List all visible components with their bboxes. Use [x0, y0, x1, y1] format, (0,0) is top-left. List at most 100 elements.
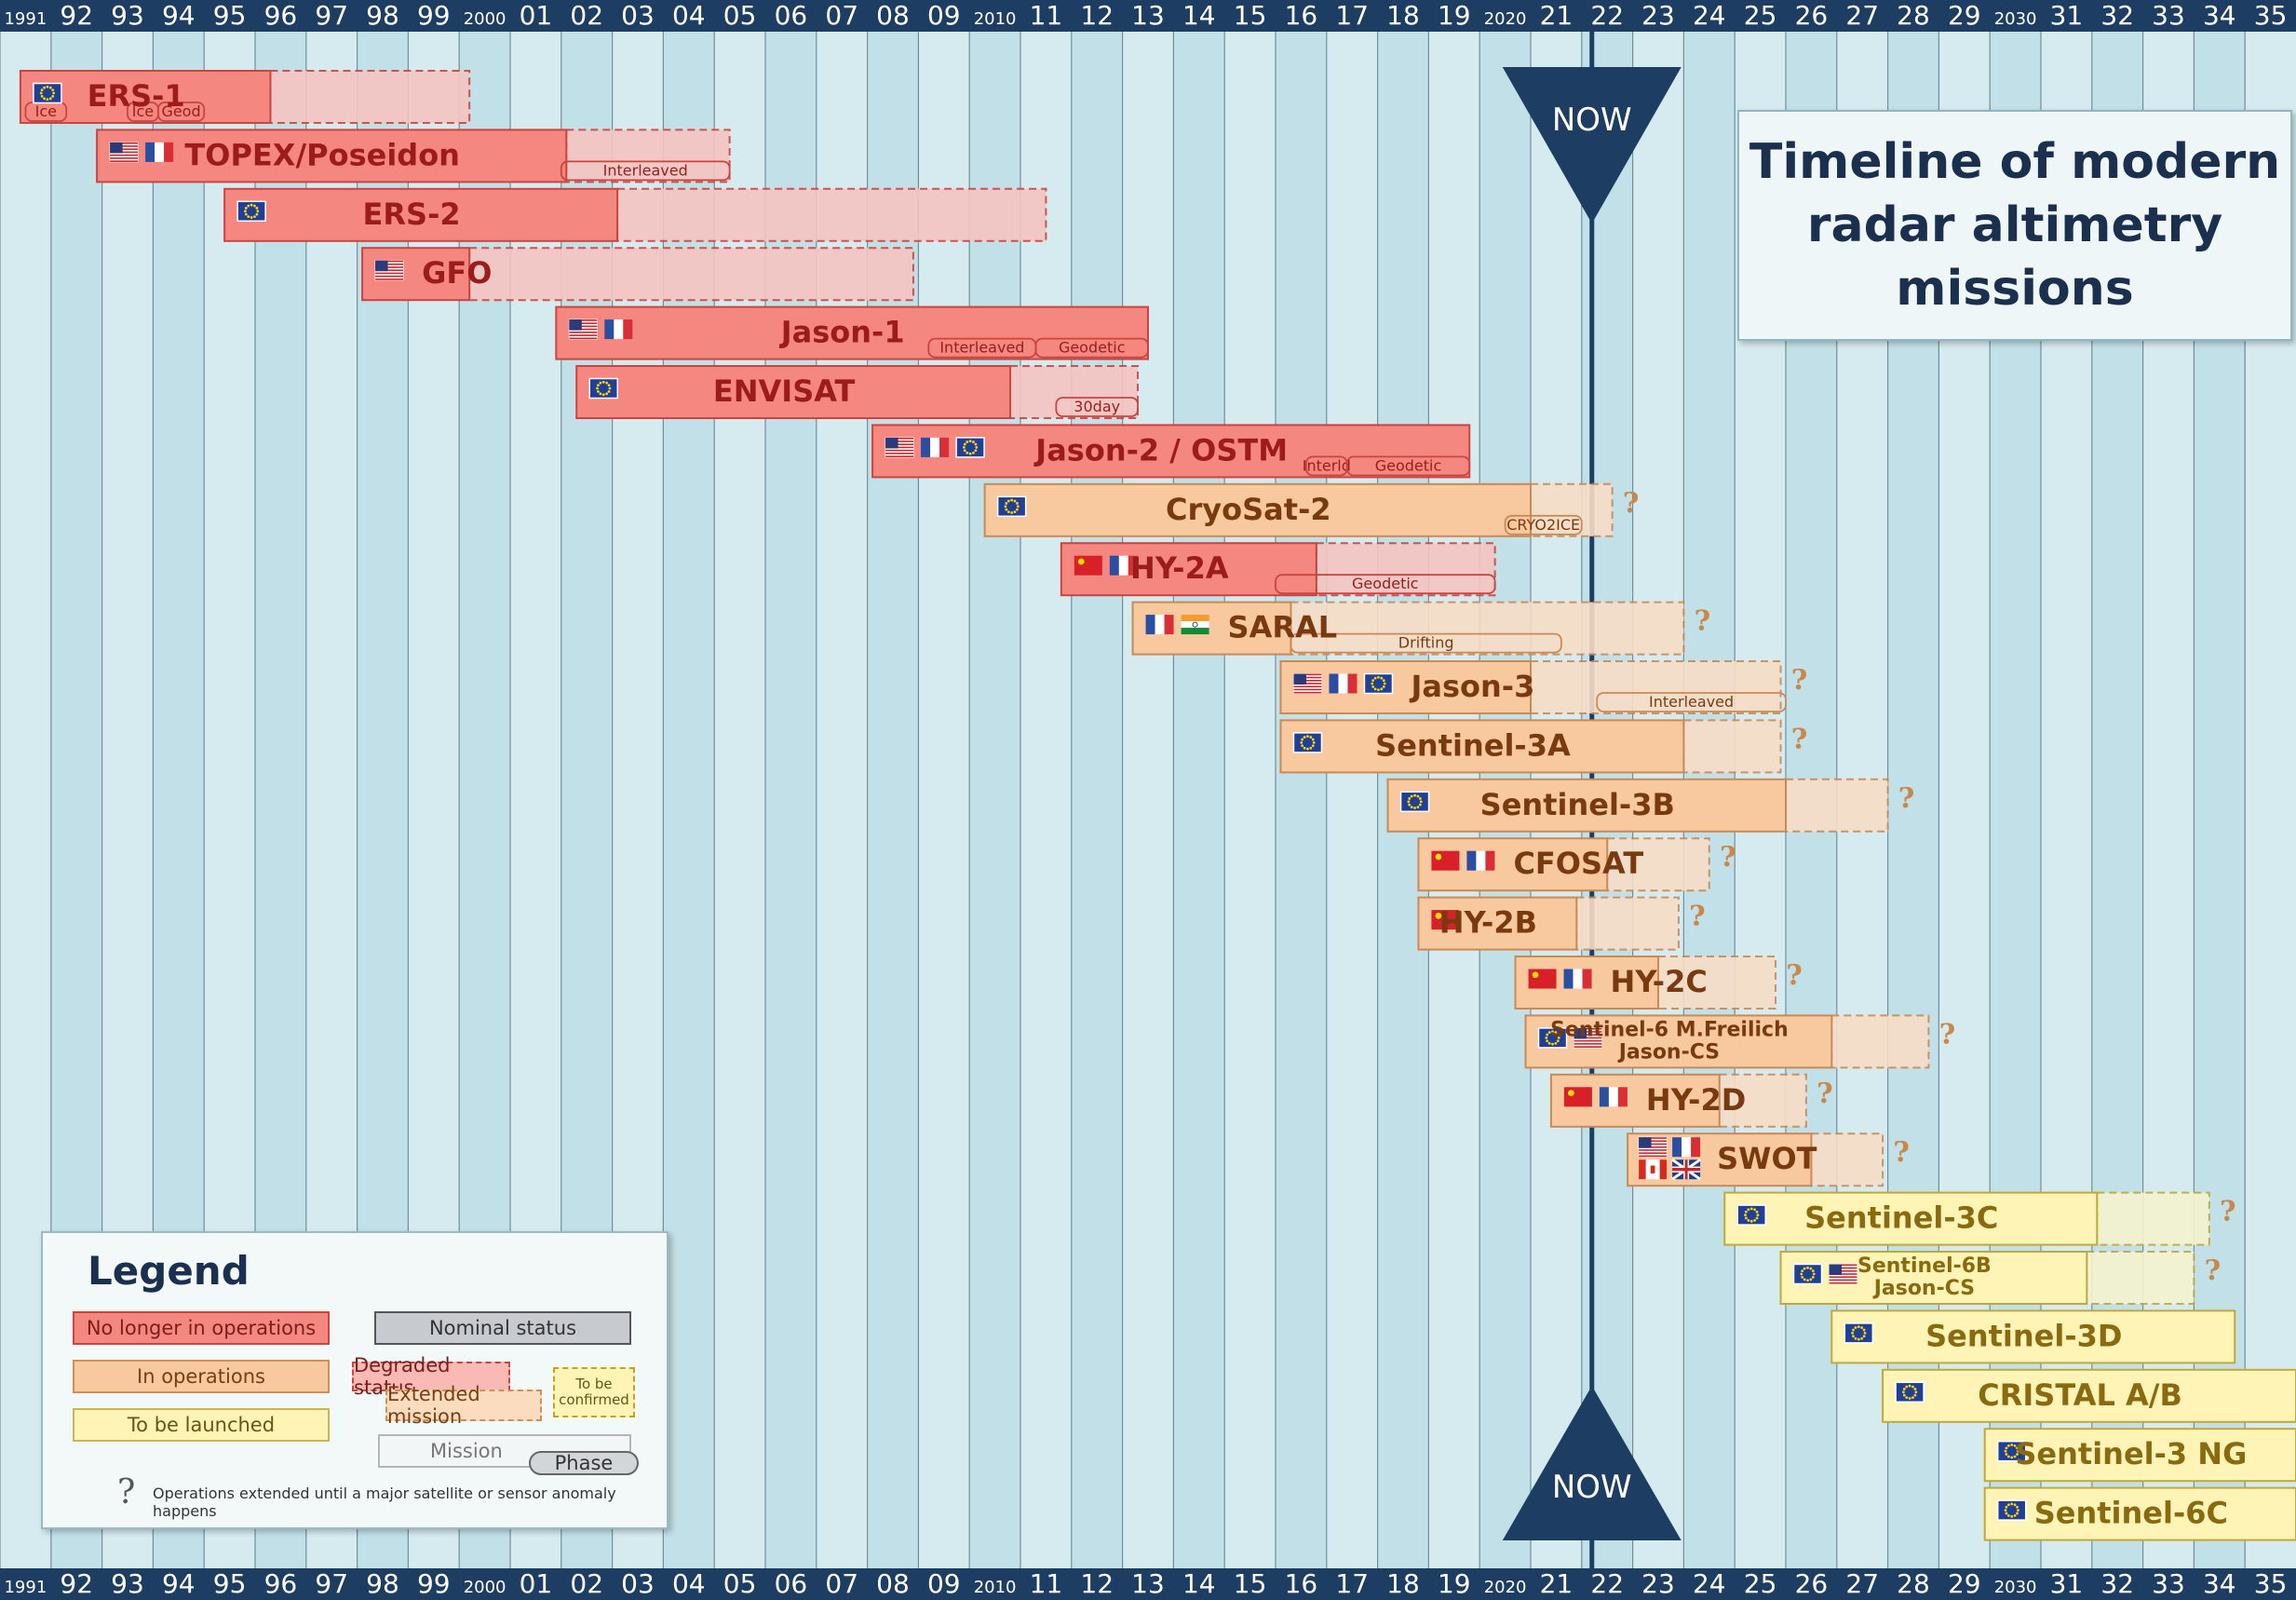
now-label-top: NOW [1552, 102, 1632, 139]
eu-star [1756, 1214, 1760, 1216]
eu-star [1854, 1336, 1857, 1340]
eu-star [596, 386, 599, 390]
mission-cfosat: CFOSAT? [1417, 837, 1736, 892]
us-stripe [569, 322, 598, 324]
year-tick-label: 05 [723, 1568, 757, 1599]
year-tick-label: 96 [264, 1568, 298, 1599]
us-stripe [1573, 1031, 1602, 1033]
eu-star [1382, 679, 1385, 683]
question-icon: ? [1695, 605, 1711, 638]
eu-star [1800, 1272, 1803, 1276]
eu-star [972, 441, 975, 443]
eu-star [1006, 499, 1010, 503]
eu-star [1753, 1219, 1756, 1222]
year-tick-label: 02 [570, 0, 603, 31]
mission-sentinel-3a: Sentinel-3A? [1279, 719, 1807, 774]
year-tick-label: 93 [111, 1568, 144, 1599]
us-stripe [569, 328, 598, 331]
mission-name: Sentinel-3 NG [2015, 1436, 2247, 1471]
us-stripe [1639, 1146, 1668, 1148]
eu-star [1382, 685, 1385, 688]
ca-icon [1639, 1159, 1668, 1180]
phase-label: Interleaved [939, 339, 1024, 357]
cn-icon [1431, 850, 1460, 871]
cn-flag-field [1528, 969, 1557, 989]
cn-icon [1431, 910, 1460, 930]
year-tick-label: 32 [2100, 1568, 2134, 1599]
us-stripe [1293, 683, 1322, 685]
eu-icon [1736, 1204, 1766, 1226]
us-stripe [375, 275, 404, 278]
eu-star [1419, 800, 1423, 804]
eu-star [605, 381, 608, 385]
year-tick-label: 29 [1948, 0, 1981, 31]
fr-icon [1599, 1087, 1627, 1107]
mission-name: Sentinel-3A [1375, 727, 1571, 763]
eu-star [1803, 1278, 1806, 1281]
mission-hy-2b: HY-2B? [1417, 896, 1706, 951]
year-tick-label: 09 [927, 0, 961, 31]
eu-icon [1996, 1440, 2027, 1462]
mission-name: HY-2B [1439, 905, 1537, 941]
year-tick-label: 21 [1540, 0, 1573, 31]
mission-ers-2: ERS-2 [223, 187, 1047, 242]
extended-bar [1657, 956, 1777, 1010]
eu-icon [1537, 1027, 1568, 1049]
mission-name: GFO [422, 255, 492, 291]
year-tick-label: 1991 [4, 9, 47, 29]
eu-star [1753, 1208, 1756, 1212]
us-stripe [375, 260, 404, 263]
year-tick-label: 97 [315, 0, 348, 31]
eu-star [1005, 502, 1008, 505]
eu-star [1410, 806, 1413, 809]
eu-star [1371, 685, 1375, 688]
mission-name: HY-2D [1646, 1082, 1746, 1118]
chart-title: Timeline of modern radar altimetry missi… [1749, 134, 2281, 317]
eu-star [51, 88, 55, 92]
eu-star [1551, 1030, 1554, 1034]
in-icon [1181, 615, 1209, 635]
eu-star [605, 392, 608, 396]
question-icon: ? [2205, 1254, 2222, 1287]
us-stripe [1829, 1264, 1857, 1267]
us-stripe [110, 145, 139, 147]
eu-star [966, 451, 969, 454]
mission-bar [1279, 719, 1685, 774]
fr-red [623, 319, 633, 340]
year-tick-label: 12 [1080, 1568, 1114, 1599]
us-stripe [110, 154, 139, 156]
question-icon: ? [1817, 1078, 1833, 1110]
eu-star [1301, 744, 1304, 748]
eu-star [1913, 1388, 1917, 1390]
eu-star [1862, 1335, 1866, 1338]
eu-star [1854, 1326, 1857, 1329]
mission-bar [1549, 1073, 1721, 1128]
eu-star [1554, 1041, 1558, 1045]
ca-left [1639, 1159, 1646, 1180]
us-stripe [1573, 1037, 1602, 1039]
year-tick-label: 96 [264, 0, 298, 31]
mission-name: Sentinel-6C [2034, 1496, 2228, 1531]
eu-star [963, 442, 966, 446]
extended-bar [1530, 482, 1614, 537]
mission-name: HY-2A [1130, 550, 1229, 586]
mission-name: TOPEX/Poseidon [184, 137, 460, 172]
mission-sentinel-3-ng: Sentinel-3 NG [1983, 1428, 2296, 1483]
fr-blue [921, 437, 931, 457]
legend-title: Legend [88, 1248, 250, 1294]
year-tick-label: 35 [2254, 0, 2288, 31]
us-stripe [1639, 1137, 1668, 1139]
legend-nominal: Nominal status [374, 1311, 631, 1345]
phase-pill [1290, 632, 1562, 654]
us-stripe [1639, 1140, 1668, 1143]
eu-star [1806, 1266, 1809, 1269]
mission-bar [1830, 1309, 2236, 1364]
phase-label: Geodetic [1059, 339, 1126, 357]
eu-star [40, 94, 44, 98]
eu-star [968, 440, 972, 443]
mission-name: ERS-2 [363, 197, 461, 232]
eu-star [2005, 1505, 2008, 1509]
year-tick-label: 09 [927, 1568, 961, 1599]
year-tick-label: 2010 [974, 9, 1017, 29]
